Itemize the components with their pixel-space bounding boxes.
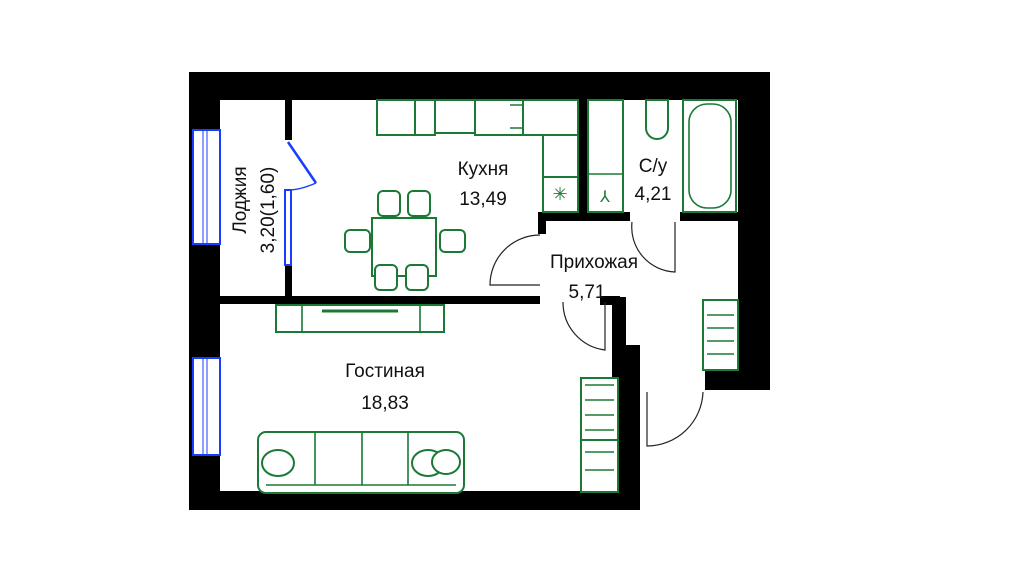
loggia-name: Лоджия	[230, 166, 251, 233]
svg-text:⅄: ⅄	[599, 187, 610, 206]
doors[interactable]	[489, 221, 704, 447]
windows	[192, 129, 318, 456]
sofa	[257, 431, 465, 494]
toilet	[645, 99, 669, 140]
kitchen-area: 13,49	[459, 189, 507, 210]
bathroom-name: С/у	[639, 156, 668, 177]
stove-icon: ✳	[552, 184, 567, 205]
loggia-door-glass	[284, 189, 292, 266]
tv-stand	[275, 304, 445, 333]
kitchen-name: Кухня	[458, 159, 509, 180]
kitchen-furniture: ✳	[344, 99, 579, 291]
wardrobes	[580, 299, 739, 493]
living-furniture	[257, 304, 465, 494]
loggia-door-leaf	[286, 141, 318, 184]
kitchen-door	[489, 234, 541, 286]
living-door	[562, 301, 606, 351]
bathroom-fixtures: ⅄	[587, 99, 737, 213]
room-labels: Кухня 13,49 С/у 4,21 Прихожая 5,71 Гости…	[230, 156, 671, 414]
loggia-area: 3,20(1,60)	[258, 167, 279, 254]
entrance-door	[646, 391, 704, 447]
living-area: 18,83	[361, 393, 409, 414]
bathtub	[682, 99, 737, 213]
bathroom-area: 4,21	[635, 184, 672, 205]
hallway-area: 5,71	[569, 282, 606, 303]
living-name: Гостиная	[345, 361, 425, 382]
bathroom-door	[631, 221, 676, 273]
hallway-name: Прихожая	[550, 252, 638, 273]
